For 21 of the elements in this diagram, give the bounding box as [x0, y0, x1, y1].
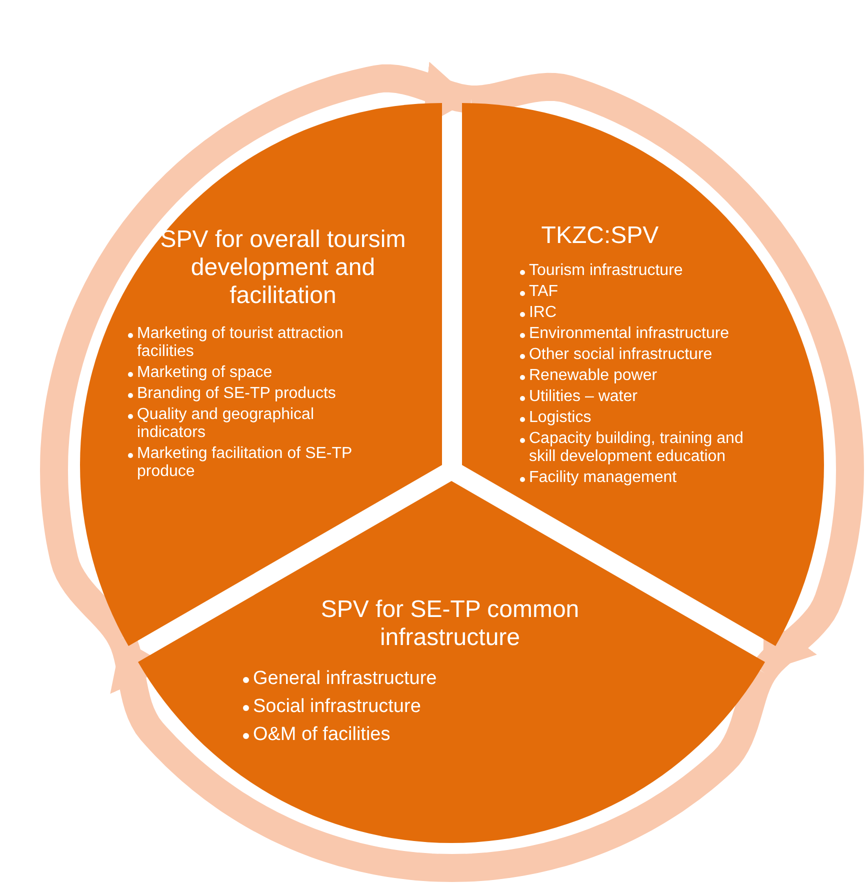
bullet-item: Renewable power: [528, 367, 658, 385]
bullet-item: Quality and geographical indicators: [136, 406, 315, 442]
bullet-item: Facility management: [528, 469, 677, 487]
bullet-item: Branding of SE-TP products: [136, 385, 336, 403]
bullet-item: Social infrastructure: [252, 696, 421, 718]
bullet-item: Tourism infrastructure: [528, 262, 683, 280]
segment-heading: SPV for overall toursim development and facilitation: [159, 226, 407, 310]
bullet-item: Marketing of space: [136, 364, 272, 382]
bullet-item: Capacity building, training and skill development education: [528, 430, 744, 466]
bullet-item: O&M of facilities: [252, 724, 390, 746]
bullet-item: Other social infrastructure: [528, 346, 712, 364]
bullet-item: TAF: [528, 283, 558, 301]
bullet-item: Utilities – water: [528, 388, 638, 406]
segment-heading: SPV for SE-TP common infrastructure: [320, 596, 580, 652]
segment-heading: TKZC:SPV: [540, 222, 660, 250]
bullet-item: Marketing facilitation of SE-TP produce: [136, 445, 353, 481]
bullet-item: Environmental infrastructure: [528, 325, 730, 343]
bullet-item: Logistics: [528, 409, 592, 427]
bullet-item: Marketing of tourist attraction facilities: [136, 325, 344, 361]
bullet-item: General infrastructure: [252, 668, 437, 690]
bullet-item: IRC: [528, 304, 557, 322]
